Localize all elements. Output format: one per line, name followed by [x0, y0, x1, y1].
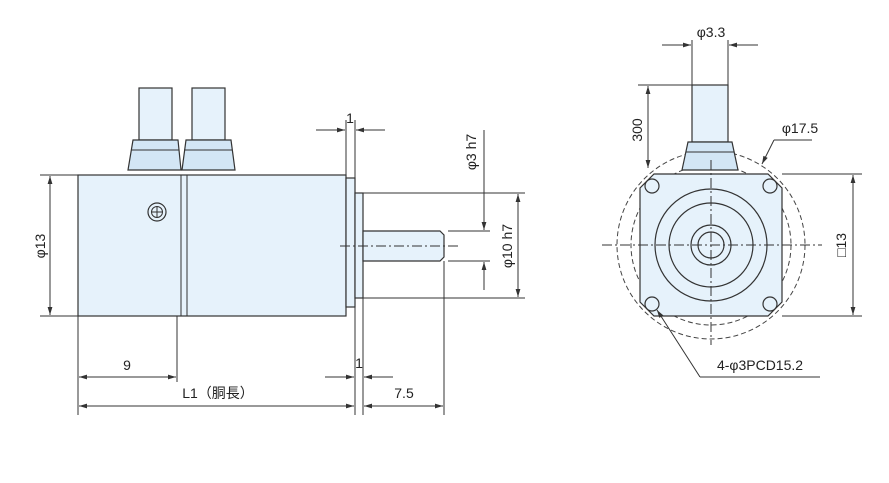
label-dia-body: φ13	[32, 233, 48, 258]
screw-icon	[147, 202, 167, 222]
label-pilot-length: 1	[355, 355, 363, 371]
mount-hole-bl	[644, 296, 660, 312]
label-pcd-circle: φ17.5	[782, 120, 819, 136]
label-holes: 4-φ3PCD15.2	[717, 357, 803, 373]
mount-hole-br	[762, 296, 778, 312]
cable-right	[191, 87, 226, 141]
label-shaft-length: 7.5	[394, 385, 414, 401]
label-dia-shaft: φ3 h7	[463, 134, 479, 171]
cable-boot-right	[181, 139, 236, 171]
cable-left	[138, 87, 173, 141]
label-flange-thickness: 1	[346, 110, 354, 126]
label-body-length: L1（胴長）	[182, 385, 254, 401]
front-view: φ3.3 300 φ17.5 □13 4-φ3PCD15.2	[602, 24, 862, 378]
cable-top	[691, 84, 729, 143]
label-cable-dia: φ3.3	[697, 24, 726, 40]
label-dim-9: 9	[123, 357, 131, 373]
cable-boot-left	[127, 139, 182, 171]
side-view: φ13 φ3 h7 φ10 h7 1 9 1 L1（胴長）	[32, 87, 525, 415]
mount-hole-tl	[644, 178, 660, 194]
label-cable-length: 300	[629, 118, 645, 142]
mount-hole-tr	[762, 178, 778, 194]
flange	[345, 177, 356, 308]
label-dia-pilot: φ10 h7	[499, 224, 515, 268]
label-square-size: □13	[833, 233, 849, 257]
cable-boot-top	[681, 141, 739, 171]
motor-body	[77, 174, 347, 317]
